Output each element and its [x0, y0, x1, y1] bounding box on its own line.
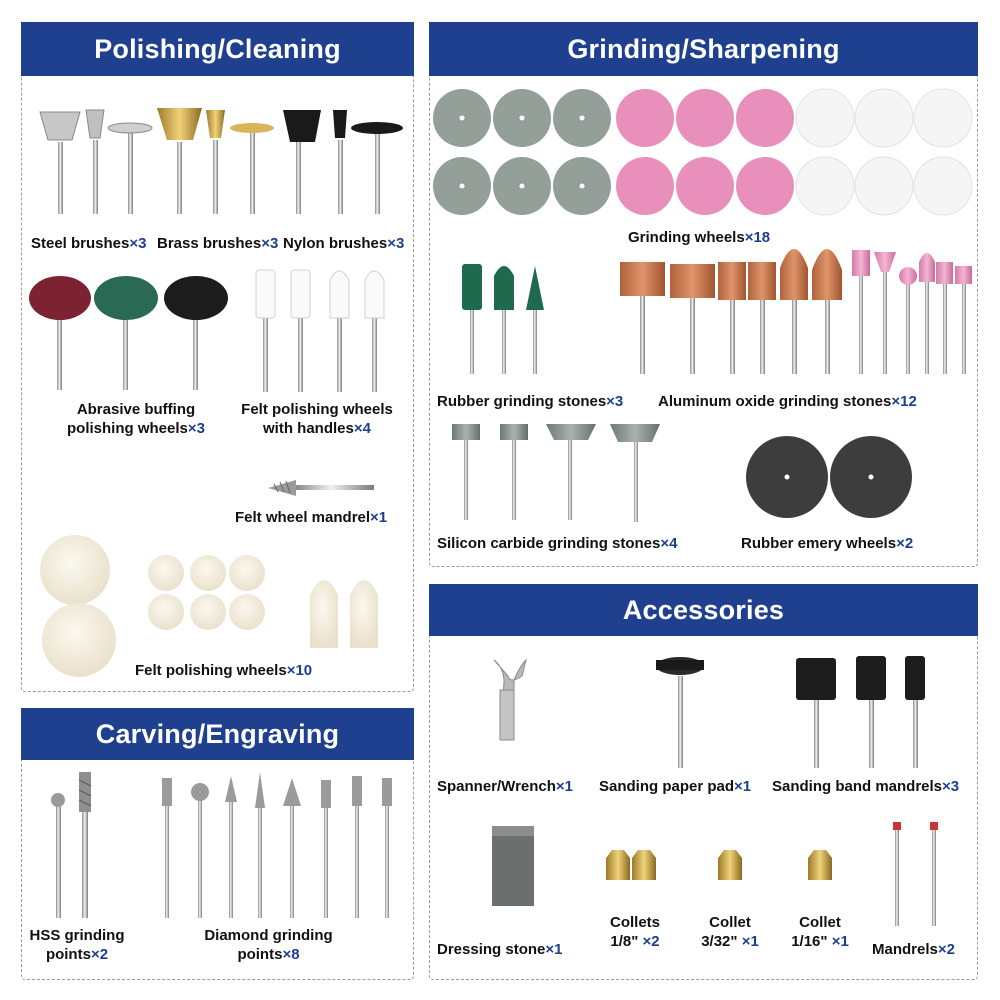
rubber-emery-wheels-icon	[746, 436, 912, 518]
collet-332-label: Collet 3/32" ×1	[701, 914, 759, 950]
diamond-points-label: Diamond grinding points×8	[204, 927, 333, 963]
grinding-wheels-label: Grinding wheels×18	[628, 229, 771, 246]
band-mandrels-label: Sanding band mandrels×3	[772, 778, 960, 795]
abrasive-buffing-wheels-icon	[29, 276, 228, 390]
grinding-title: Grinding/Sharpening	[429, 22, 978, 76]
steel-brushes-icon	[39, 109, 153, 214]
felt-wheel-mandrel-icon	[268, 480, 374, 496]
dressing-stone-label: Dressing stone×1	[437, 941, 563, 958]
sic-stones-label: Silicon carbide grinding stones×4	[437, 535, 678, 552]
grinding-wheels-icon	[433, 88, 973, 216]
hss-points-label: HSS grinding points×2	[29, 927, 125, 963]
felt-polishing-wheels-icon	[40, 535, 378, 677]
sanding-band-mandrels-icon	[796, 656, 925, 768]
rubber-stones-label: Rubber grinding stones×3	[437, 393, 624, 410]
spanner-wrench-icon	[493, 658, 527, 741]
emery-wheels-label: Rubber emery wheels×2	[741, 535, 914, 552]
felt-wheels-label: Felt polishing wheels×10	[135, 662, 313, 679]
sanding-paper-pad-icon	[656, 657, 704, 768]
diamond-grinding-points-icon	[162, 772, 392, 918]
collets-label: Collets 1/8" ×2	[609, 914, 660, 950]
accessories-panel	[429, 584, 978, 980]
felt-polishing-handles-icon	[255, 269, 385, 392]
brass-brushes-icon	[157, 108, 274, 214]
hss-grinding-points-icon	[51, 772, 92, 918]
accessories-title: Accessories	[429, 584, 978, 636]
rubber-grinding-stones-icon	[462, 264, 544, 374]
silicon-carbide-stones-icon	[452, 424, 660, 522]
collets-icon	[606, 850, 832, 880]
abrasive-buffing-label: Abrasive buffing polishing wheels×3	[67, 401, 205, 437]
spanner-label: Spanner/Wrench×1	[437, 778, 574, 795]
collet-116-label: Collet 1/16" ×1	[791, 914, 849, 950]
steel-brushes-label: Steel brushes×3	[31, 235, 147, 252]
felt-mandrel-label: Felt wheel mandrel×1	[235, 509, 388, 526]
brass-brushes-label: Brass brushes×3	[157, 235, 279, 252]
aluminum-oxide-stones-icon	[620, 249, 972, 374]
mandrels-label: Mandrels×2	[872, 941, 955, 958]
felt-handles-label: Felt polishing wheels with handles×4	[241, 401, 393, 437]
carving-title: Carving/Engraving	[21, 708, 414, 760]
alox-stones-label: Aluminum oxide grinding stones×12	[658, 393, 917, 410]
nylon-brushes-icon	[283, 110, 403, 214]
dressing-stone-icon	[492, 826, 534, 906]
mandrels-icon	[893, 822, 938, 926]
nylon-brushes-label: Nylon brushes×3	[283, 235, 405, 252]
sanding-pad-label: Sanding paper pad×1	[599, 778, 752, 795]
polishing-title: Polishing/Cleaning	[21, 22, 414, 76]
